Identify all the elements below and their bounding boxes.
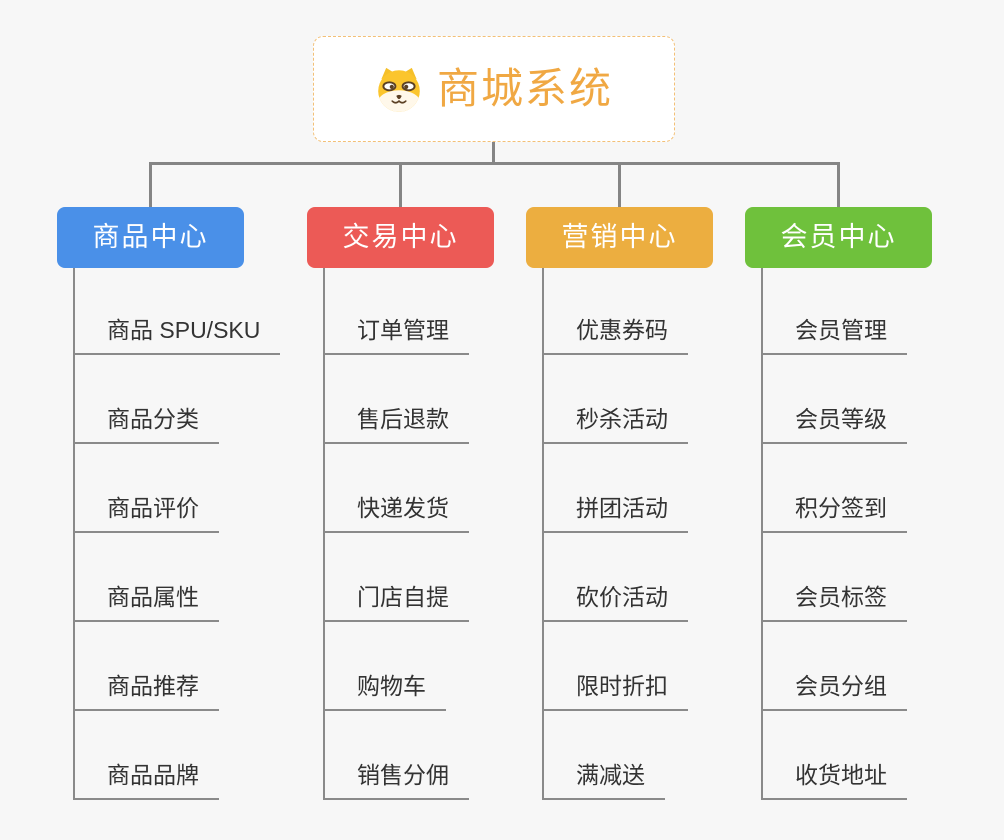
subtopic[interactable]: 商品 SPU/SKU [75, 316, 281, 355]
connector-root-drop [492, 140, 495, 164]
subtopic[interactable]: 积分签到 [763, 494, 907, 533]
connector-drop-member [837, 164, 840, 207]
branch-label: 营销中心 [561, 222, 678, 252]
shiba-dog-icon [378, 67, 420, 112]
subtopic-row: 限时折扣 [544, 622, 688, 711]
branch-marketing: 营销中心 优惠券码 秒杀活动 拼团活动 砍价活动 限时折扣 满减送 [526, 207, 713, 800]
branch-children: 优惠券码 秒杀活动 拼团活动 砍价活动 限时折扣 满减送 [542, 268, 688, 800]
branch-label: 商品中心 [92, 222, 209, 252]
subtopic-row: 售后退款 [325, 355, 469, 444]
subtopic[interactable]: 订单管理 [325, 316, 469, 355]
subtopic[interactable]: 商品品牌 [75, 761, 219, 800]
subtopic-row: 拼团活动 [544, 444, 688, 533]
subtopic[interactable]: 购物车 [325, 672, 446, 711]
branch-children: 订单管理 售后退款 快递发货 门店自提 购物车 销售分佣 [323, 268, 469, 800]
subtopic-row: 商品属性 [75, 533, 280, 622]
subtopic[interactable]: 优惠券码 [544, 316, 688, 355]
subtopic[interactable]: 商品评价 [75, 494, 219, 533]
subtopic[interactable]: 会员等级 [763, 405, 907, 444]
subtopic-row: 秒杀活动 [544, 355, 688, 444]
subtopic-row: 会员标签 [763, 533, 907, 622]
subtopic[interactable]: 商品推荐 [75, 672, 219, 711]
subtopic[interactable]: 快递发货 [325, 494, 469, 533]
subtopic-row: 商品 SPU/SKU [75, 268, 281, 355]
connector-drop-product [149, 164, 152, 207]
subtopic-row: 销售分佣 [325, 711, 469, 800]
subtopic-row: 门店自提 [325, 533, 469, 622]
subtopic-row: 会员等级 [763, 355, 907, 444]
subtopic-row: 商品评价 [75, 444, 280, 533]
branch-topic-marketing[interactable]: 营销中心 [526, 207, 713, 268]
subtopic[interactable]: 拼团活动 [544, 494, 688, 533]
subtopic[interactable]: 限时折扣 [544, 672, 688, 711]
subtopic[interactable]: 售后退款 [325, 405, 469, 444]
branch-topic-product[interactable]: 商品中心 [57, 207, 244, 268]
subtopic-row: 积分签到 [763, 444, 907, 533]
branch-topic-trade[interactable]: 交易中心 [307, 207, 494, 268]
subtopic[interactable]: 满减送 [544, 761, 665, 800]
subtopic-row: 快递发货 [325, 444, 469, 533]
subtopic[interactable]: 收货地址 [763, 761, 907, 800]
subtopic-row: 会员管理 [763, 268, 907, 355]
connector-drop-marketing [618, 164, 621, 207]
subtopic[interactable]: 商品分类 [75, 405, 219, 444]
subtopic-row: 订单管理 [325, 268, 469, 355]
subtopic-row: 商品分类 [75, 355, 280, 444]
branch-label: 会员中心 [780, 222, 897, 252]
connector-drop-trade [399, 164, 402, 207]
subtopic[interactable]: 秒杀活动 [544, 405, 688, 444]
branch-trade: 交易中心 订单管理 售后退款 快递发货 门店自提 购物车 销售分佣 [307, 207, 494, 800]
branch-product: 商品中心 商品 SPU/SKU 商品分类 商品评价 商品属性 商品推荐 商品品牌 [57, 207, 281, 800]
subtopic-row: 砍价活动 [544, 533, 688, 622]
subtopic-row: 商品品牌 [75, 711, 280, 800]
subtopic-row: 收货地址 [763, 711, 907, 800]
branch-member: 会员中心 会员管理 会员等级 积分签到 会员标签 会员分组 收货地址 [745, 207, 932, 800]
subtopic-row: 商品推荐 [75, 622, 280, 711]
subtopic[interactable]: 会员分组 [763, 672, 907, 711]
connector-bus [149, 162, 840, 165]
branch-topic-member[interactable]: 会员中心 [745, 207, 932, 268]
branch-children: 会员管理 会员等级 积分签到 会员标签 会员分组 收货地址 [761, 268, 907, 800]
subtopic-row: 会员分组 [763, 622, 907, 711]
subtopic[interactable]: 会员管理 [763, 316, 907, 355]
subtopic-row: 满减送 [544, 711, 688, 800]
subtopic[interactable]: 门店自提 [325, 583, 469, 622]
subtopic-row: 购物车 [325, 622, 469, 711]
root-topic[interactable]: 商城系统 [313, 36, 675, 142]
branch-children: 商品 SPU/SKU 商品分类 商品评价 商品属性 商品推荐 商品品牌 [73, 268, 281, 800]
root-title: 商城系统 [436, 65, 613, 112]
branch-label: 交易中心 [342, 222, 459, 252]
subtopic[interactable]: 砍价活动 [544, 583, 688, 622]
subtopic[interactable]: 销售分佣 [325, 761, 469, 800]
subtopic-row: 优惠券码 [544, 268, 688, 355]
subtopic[interactable]: 会员标签 [763, 583, 907, 622]
subtopic[interactable]: 商品属性 [75, 583, 219, 622]
